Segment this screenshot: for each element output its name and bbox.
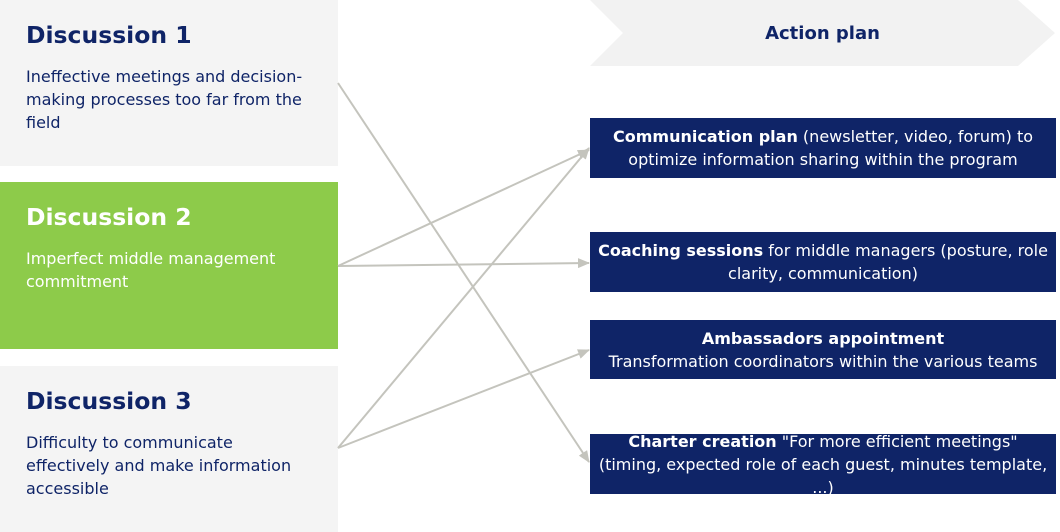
arrow-d1-to-charter <box>337 82 590 463</box>
action-1-rest: (newsletter, video, forum) to optimize i… <box>628 127 1033 169</box>
action-2-bold: Coaching sessions <box>598 241 764 260</box>
action-4-bold: Charter creation <box>628 431 777 451</box>
action-plan-header: Action plan <box>765 22 880 44</box>
action-3-rest: Transformation coordinators within the v… <box>608 351 1038 371</box>
action-4-rest: "For more efficient meetings" (timing, e… <box>598 431 1048 497</box>
arrow-d3-to-communication <box>337 147 590 449</box>
discussion-2-description: Imperfect middle management commitment <box>26 249 276 291</box>
action-coaching-sessions: Coaching sessions for middle managers (p… <box>590 232 1056 292</box>
action-communication-plan: Communication plan (newsletter, video, f… <box>590 118 1056 178</box>
action-3-bold: Ambassadors appointment <box>701 328 945 348</box>
discussion-2-panel: Discussion 2 Imperfect middle management… <box>0 182 338 349</box>
discussion-3-description: Difficulty to communicate effectively an… <box>26 433 292 498</box>
action-4-text: Charter creation "For more efficient mee… <box>598 430 1048 499</box>
discussion-1-title: Discussion 1 <box>26 21 192 49</box>
action-1-text: Communication plan (newsletter, video, f… <box>598 125 1048 171</box>
discussion-2-title: Discussion 2 <box>26 203 192 231</box>
arrow-d2-to-coaching <box>337 258 590 269</box>
action-1-bold: Communication plan <box>613 127 798 146</box>
discussion-3-panel: Discussion 3 Difficulty to communicate e… <box>0 366 338 532</box>
discussion-1-panel: Discussion 1 Ineffective meetings and de… <box>0 0 338 166</box>
discussion-1-description: Ineffective meetings and decision-making… <box>26 67 303 132</box>
action-plan-chevron <box>590 0 1055 66</box>
discussion-3-title: Discussion 3 <box>26 387 192 415</box>
arrow-d3-to-ambassadors <box>337 349 590 449</box>
action-charter-creation: Charter creation "For more efficient mee… <box>590 432 1056 497</box>
arrow-d2-to-communication <box>337 149 590 267</box>
action-2-rest: for middle managers (posture, role clari… <box>728 241 1048 283</box>
action-2-text: Coaching sessions for middle managers (p… <box>598 239 1048 285</box>
